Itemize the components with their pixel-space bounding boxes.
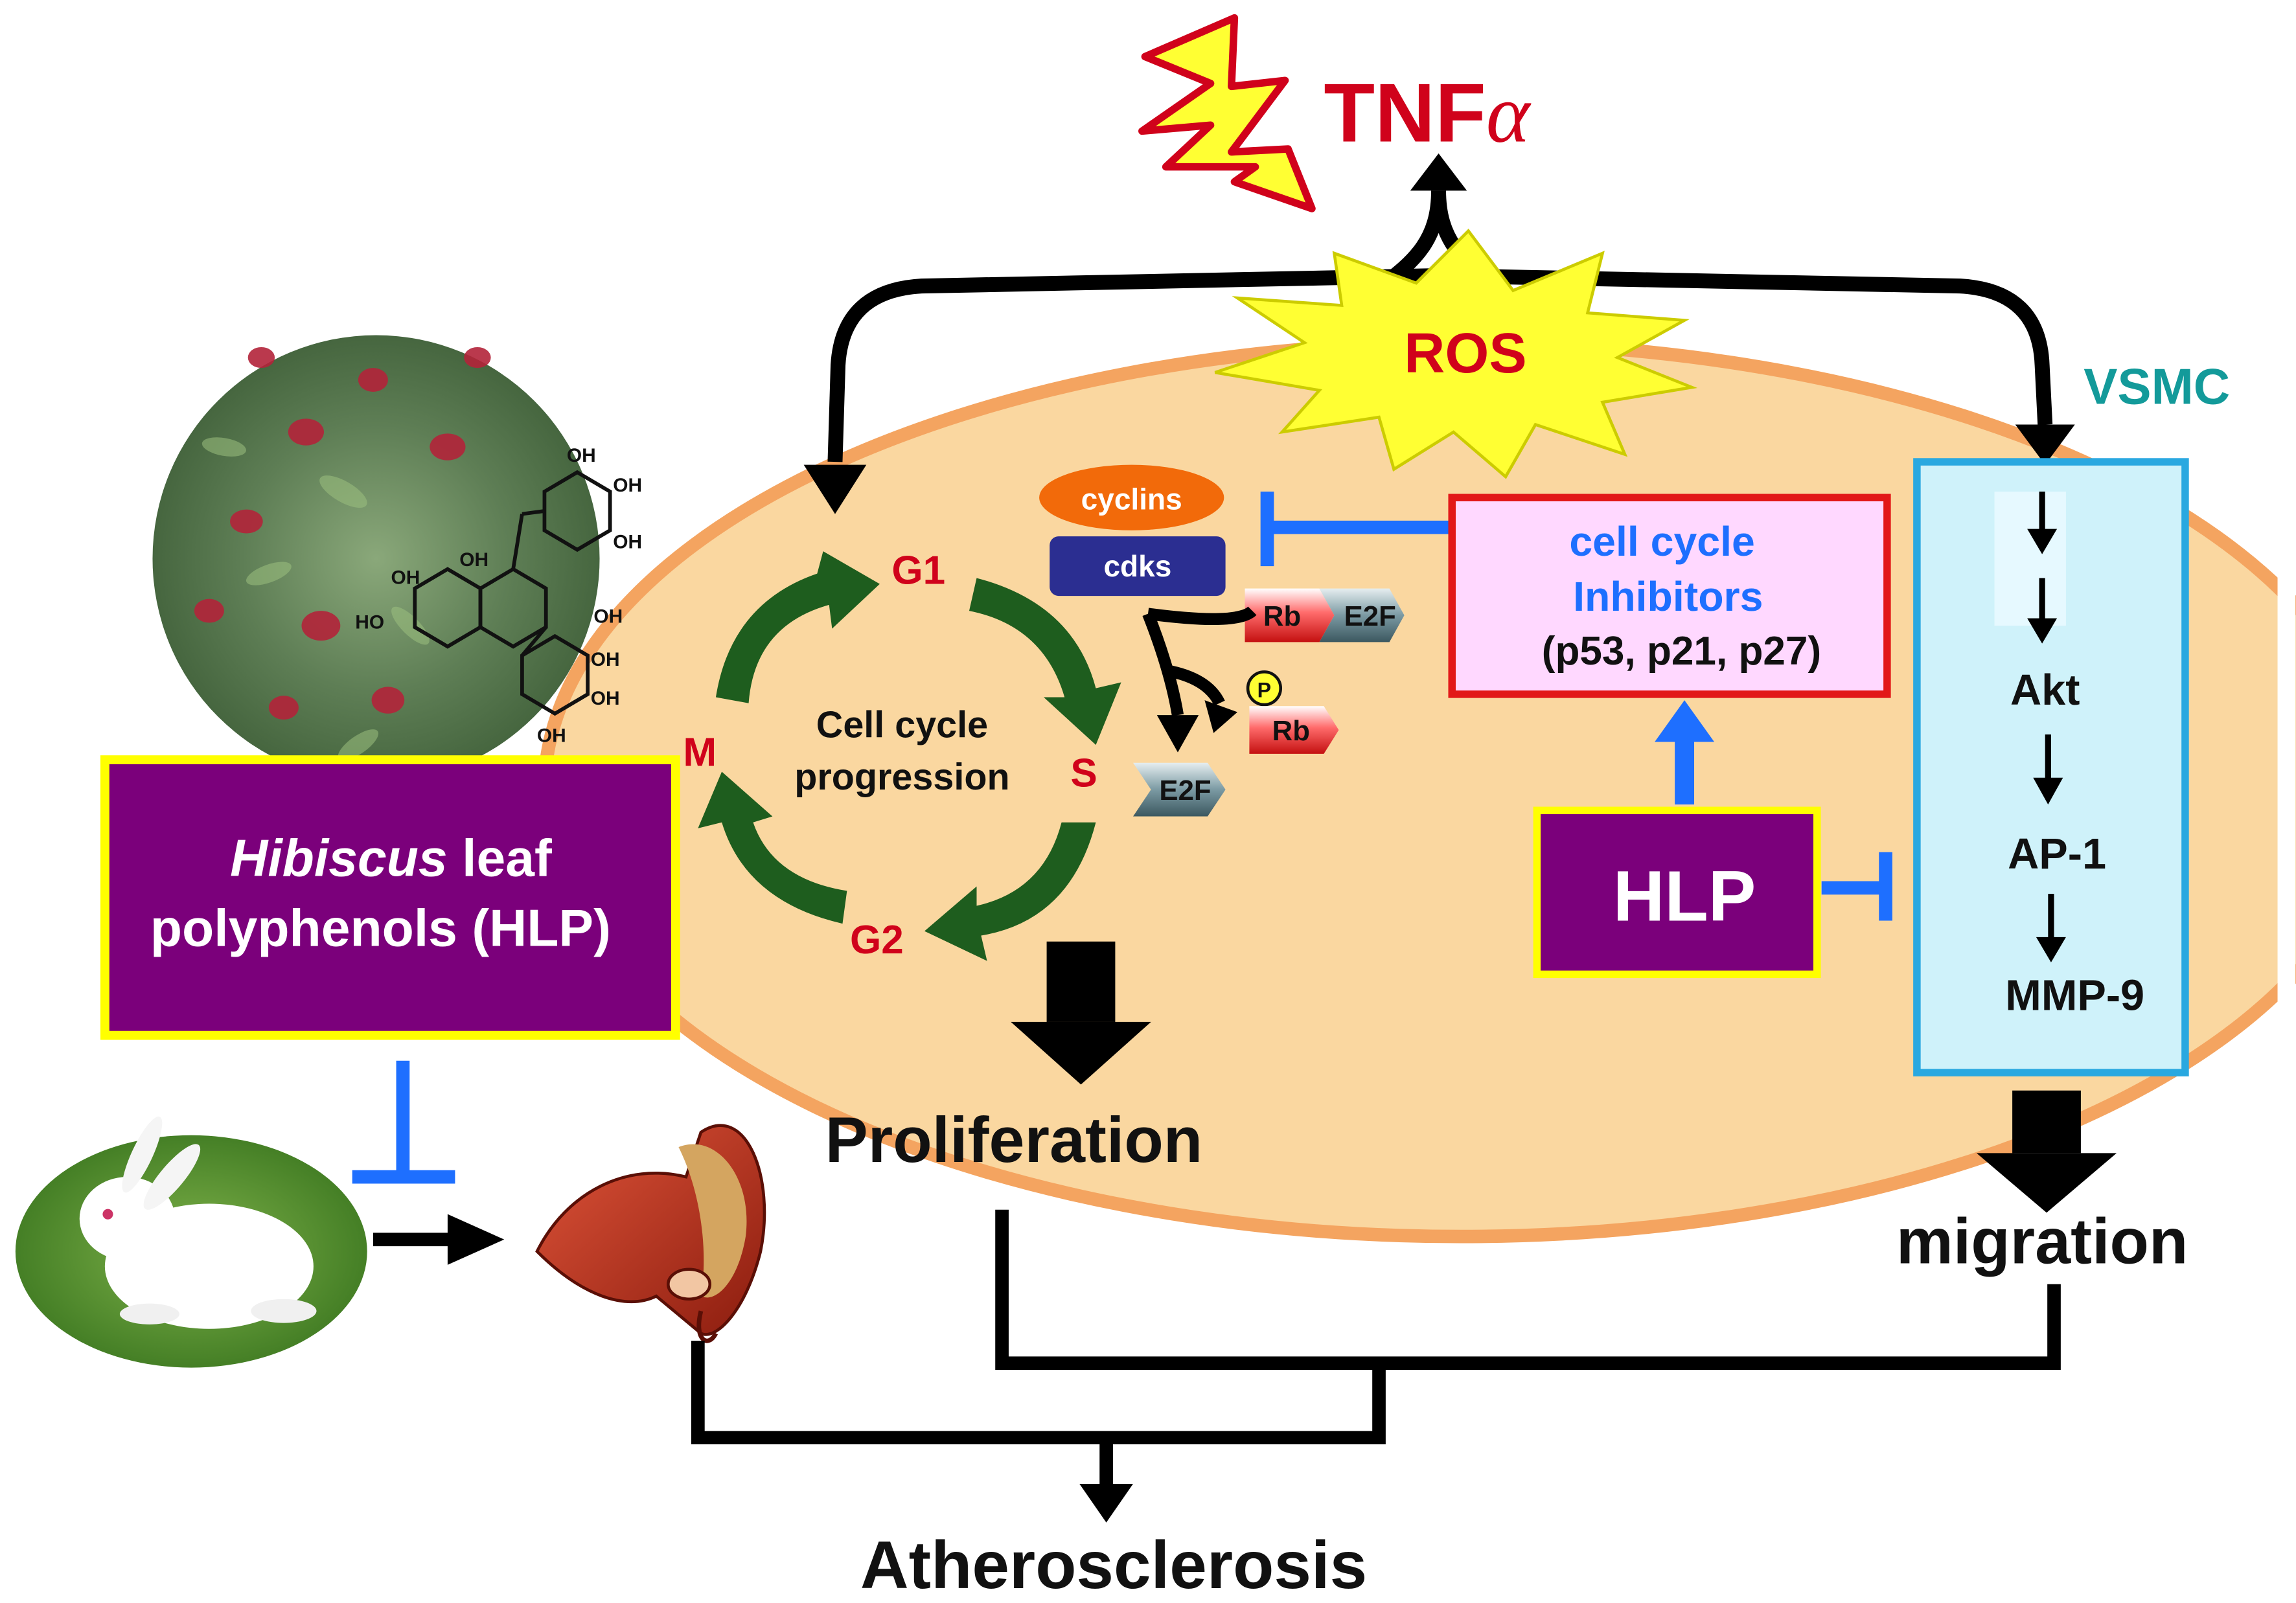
phosphorylated-rb: P Rb xyxy=(1246,670,1339,754)
pathway-mmp9: MMP-9 xyxy=(2005,972,2144,1020)
rb-e2f-complex: Rb E2F xyxy=(1245,588,1405,642)
chem-label: OH xyxy=(593,606,623,627)
cycle-arrow-g1-s xyxy=(969,578,1121,745)
e2f-free-label: E2F xyxy=(1159,775,1211,806)
migration-label: migration xyxy=(1896,1205,2188,1277)
phase-s: S xyxy=(1070,751,1097,795)
arrowhead-to-prb xyxy=(1204,700,1238,733)
hlp-inhibit-pathway xyxy=(1821,852,1892,921)
arrowhead-to-g1 xyxy=(803,464,867,514)
ros-label: ROS xyxy=(1404,321,1526,385)
proliferation-arrow xyxy=(1011,941,1151,1085)
inhibitors-line2: Inhibitors xyxy=(1573,573,1763,620)
hlp-inhibit-atherogenesis xyxy=(352,1060,455,1184)
chem-label: OH xyxy=(567,445,596,466)
inhibit-cyclins-bar xyxy=(1260,492,1449,567)
e2f-label: E2F xyxy=(1344,600,1396,632)
chem-label: OH xyxy=(537,725,566,746)
cycle-arrow-s-g2 xyxy=(924,822,1096,961)
cell-cycle-inhibitors-box: cell cycle Inhibitors (p53, p21, p27) xyxy=(1448,494,1891,698)
inhibitors-line1: cell cycle xyxy=(1569,518,1754,565)
cdks-label: cdks xyxy=(1103,549,1171,583)
tnf-alpha-label: TNFα xyxy=(1324,67,1531,160)
phase-g2: G2 xyxy=(850,918,904,962)
free-e2f: E2F xyxy=(1132,762,1226,817)
hlp-box-leaf: leaf xyxy=(448,830,552,888)
akt-pathway-box: Akt AP-1 MMP-9 xyxy=(1913,458,2189,1076)
rb-phosphorylation-arrow xyxy=(1142,606,1257,716)
cell-cycle-wheel xyxy=(698,551,1121,961)
hlp-box-line2: polyphenols (HLP) xyxy=(150,900,611,958)
hlp-small-box: HLP xyxy=(1533,806,1821,979)
rabbit-image xyxy=(15,1116,367,1368)
ros-burst: ROS xyxy=(1214,229,1698,479)
artery-image xyxy=(535,1124,766,1343)
rabbit-to-artery-arrow xyxy=(373,1214,505,1265)
outcome-bracket-lines xyxy=(691,1209,2061,1490)
cell-cycle-label-1: Cell cycle xyxy=(816,705,988,746)
cell-cycle-label-2: progression xyxy=(794,756,1009,798)
vsmc-label: VSMC xyxy=(2084,358,2230,415)
atherosclerosis-label: Atherosclerosis xyxy=(860,1527,1367,1602)
proliferation-label: Proliferation xyxy=(825,1104,1202,1176)
arrowhead-to-e2f xyxy=(1156,715,1199,753)
chem-label: OH xyxy=(591,649,620,670)
hlp-small-label: HLP xyxy=(1613,857,1756,937)
chem-label: OH xyxy=(613,475,642,496)
cdks-badge: cdks xyxy=(1050,536,1226,597)
chem-label: OH xyxy=(613,531,642,552)
pathway-ap1: AP-1 xyxy=(2008,830,2106,878)
phase-g1: G1 xyxy=(891,549,945,593)
cycle-arrow-g2-m xyxy=(698,771,847,924)
hlp-activates-inhibitors-arrow xyxy=(1655,700,1715,805)
chem-label: HO xyxy=(355,612,384,633)
hibiscus-leaf-photo: OH OH OH OH OH OH HO OH OH OH xyxy=(152,335,642,782)
lightning-icon xyxy=(1138,14,1316,212)
hlp-compound-box: Hibiscus leaf polyphenols (HLP) xyxy=(100,755,680,1040)
migration-arrow xyxy=(1976,1090,2117,1213)
pathway-akt: Akt xyxy=(2010,666,2080,714)
rb-free-label: Rb xyxy=(1272,715,1310,747)
arrowhead-to-vsmc xyxy=(2015,424,2075,465)
cyclins-badge: cyclins xyxy=(1039,464,1224,530)
arrowhead-to-tnf xyxy=(1410,153,1467,191)
inhibitors-line3: (p53, p21, p27) xyxy=(1542,629,1821,674)
cyclins-label: cyclins xyxy=(1081,483,1182,516)
p-label: P xyxy=(1257,678,1271,701)
hlp-box-italic: Hibiscus xyxy=(230,830,448,888)
rb-label: Rb xyxy=(1263,600,1301,632)
cycle-arrow-m-g1 xyxy=(715,551,880,703)
chem-label: OH xyxy=(591,688,620,709)
arrowhead-to-atherosclerosis xyxy=(1079,1483,1133,1523)
chem-label: OH xyxy=(391,567,420,589)
chem-label: OH xyxy=(459,549,488,571)
svg-text:Hibiscus leaf: Hibiscus leaf xyxy=(230,830,552,888)
page-edge-mask xyxy=(2277,0,2296,1603)
phase-m: M xyxy=(683,730,717,775)
